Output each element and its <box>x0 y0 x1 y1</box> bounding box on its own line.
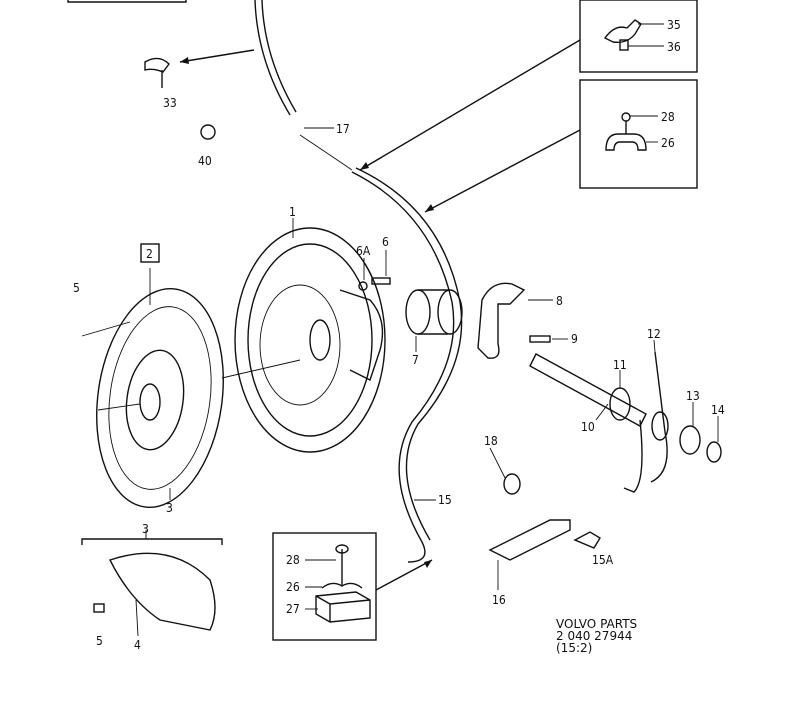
callout-8: 8 <box>556 294 563 308</box>
callout-9: 9 <box>571 332 578 346</box>
callout-box-2 <box>140 243 160 263</box>
callout-5-detail: 5 <box>96 634 103 648</box>
clutch-disc <box>81 268 224 508</box>
callout-12: 12 <box>647 327 661 341</box>
callout-6a: 6A <box>356 244 371 258</box>
arrows <box>179 39 581 591</box>
callout-35: 35 <box>667 18 681 32</box>
clutch-cable <box>144 0 601 590</box>
callout-1: 1 <box>289 205 296 219</box>
footer-brand: VOLVO PARTS <box>556 617 637 631</box>
inset-box-clip-35-36 <box>579 0 698 73</box>
callout-33: 33 <box>163 96 177 110</box>
callout-4: 4 <box>134 638 141 652</box>
callout-11: 11 <box>613 358 627 372</box>
callout-36: 36 <box>667 40 681 54</box>
footer-section: (15:2) <box>556 641 592 655</box>
segment-detail <box>81 530 223 637</box>
callout-3: 3 <box>166 501 173 515</box>
callout-26-inset: 26 <box>286 580 300 594</box>
callout-28-inset: 28 <box>286 553 300 567</box>
release-bearing-and-fork <box>358 250 568 359</box>
pressure-plate <box>221 218 386 453</box>
callout-28: 28 <box>661 110 675 124</box>
callout-15: 15 <box>438 493 452 507</box>
callout-16: 16 <box>492 593 506 607</box>
callout-15a: 15A <box>592 553 614 567</box>
inset-box-top-left <box>67 0 187 3</box>
callout-10: 10 <box>581 420 595 434</box>
callout-2: 2 <box>146 247 153 261</box>
shaft-assembly <box>529 339 722 493</box>
footer-part-number: 2 040 27944 <box>556 629 632 643</box>
inset-boxes <box>67 0 698 641</box>
callout-13: 13 <box>686 389 700 403</box>
inset-box-clip-28-26 <box>579 79 698 189</box>
callout-14: 14 <box>711 403 725 417</box>
callout-7: 7 <box>412 353 419 367</box>
inset-box-block-28-27 <box>272 532 377 641</box>
callout-26: 26 <box>661 136 675 150</box>
callout-17: 17 <box>336 122 350 136</box>
callout-3-detail: 3 <box>142 522 149 536</box>
callout-27: 27 <box>286 602 300 616</box>
callout-5: 5 <box>73 281 80 295</box>
inset-parts <box>305 19 664 623</box>
callout-18: 18 <box>484 434 498 448</box>
footer-reference: VOLVO PARTS 2 040 27944 (15:2) <box>556 617 637 655</box>
callout-6: 6 <box>382 235 389 249</box>
callout-40: 40 <box>198 154 212 168</box>
callout-labels: 35 36 28 26 33 17 40 1 6A 6 2 5 8 9 7 12… <box>73 18 725 652</box>
